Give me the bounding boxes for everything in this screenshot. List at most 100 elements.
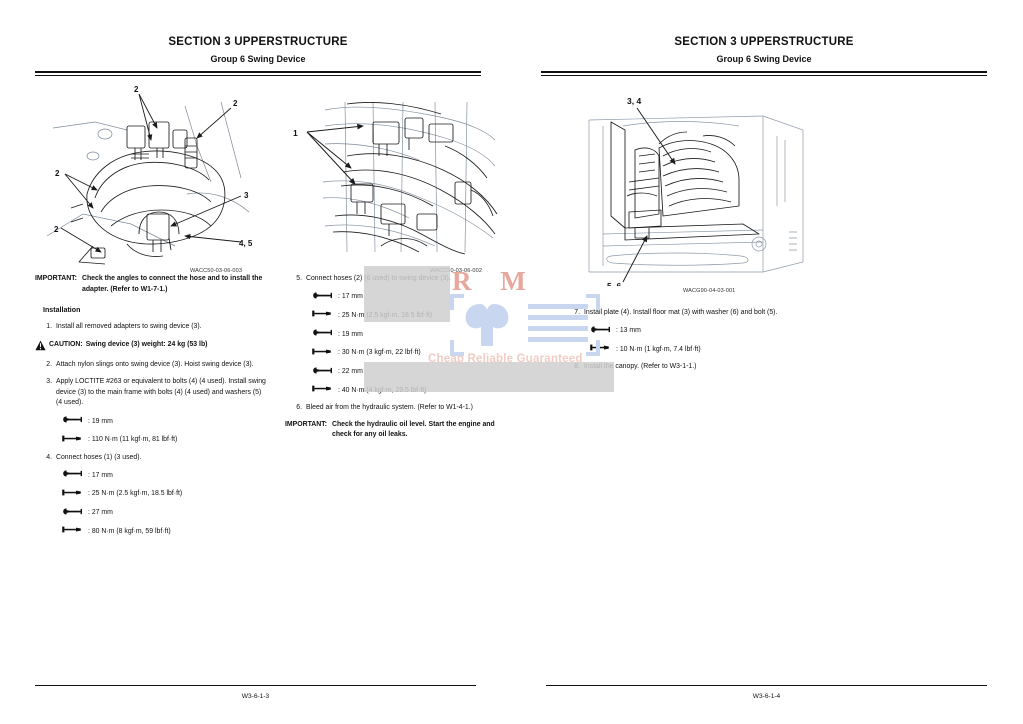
step-item: 2. Attach nylon slings onto swing device…: [35, 360, 267, 371]
torque-wrench-icon: [311, 347, 333, 361]
column-one: 2 2 2 2 3 4, 5 WACC50-03-06-003 IMPORTAN…: [35, 86, 267, 544]
step-text: Install all removed adapters to swing de…: [56, 323, 202, 331]
spec-line: : 10 N·m (1 kgf·m, 7.4 lbf·ft): [589, 343, 823, 357]
torque-wrench-icon: [61, 434, 83, 448]
spec-line: : 17 mm: [61, 469, 267, 483]
spec-value: : 19 mm: [338, 330, 363, 338]
page-title: SECTION 3 UPPERSTRUCTURE: [674, 36, 854, 48]
figure-callout: 5, 6: [607, 281, 621, 286]
important-note: IMPORTANT: Check the angles to connect t…: [35, 274, 267, 295]
page-title: SECTION 3 UPPERSTRUCTURE: [168, 36, 348, 48]
important-note: IMPORTANT: Check the hydraulic oil level…: [285, 420, 507, 441]
column-three-text: 7. Install plate (4). Install floor mat …: [563, 308, 823, 373]
wrench-icon: [311, 291, 333, 305]
figure-callout: 3: [244, 191, 249, 200]
spec-line: : 30 N·m (3 kgf·m, 22 lbf·ft): [311, 347, 507, 361]
figure-swing-device-hoses: 2 2 2 2 3 4, 5 WACC50-03-06-003: [35, 86, 267, 274]
spec-value: : 80 N·m (8 kgf·m, 59 lbf·ft): [88, 527, 171, 535]
page-header-right: SECTION 3 UPPERSTRUCTURE Group 6 Swing D…: [541, 0, 987, 76]
step-item: 8. Install the canopy. (Refer to W3-1-1.…: [563, 362, 823, 373]
step-number: 3.: [46, 378, 52, 385]
figure-callout: 2: [55, 169, 60, 178]
wrench-icon: [311, 366, 333, 380]
spec-value: : 25 N·m (2.5 kgf·m, 18.5 lbf·ft): [88, 490, 183, 498]
warning-triangle-icon: [35, 340, 46, 356]
torque-wrench-icon: [61, 488, 83, 502]
spec-value: : 30 N·m (3 kgf·m, 22 lbf·ft): [338, 349, 421, 357]
step-text: Bleed air from the hydraulic system. (Re…: [306, 403, 473, 411]
step-text: Connect hoses (1) (3 used).: [56, 453, 142, 461]
step-item: 3. Apply LOCTITE #263 or equivalent to b…: [35, 377, 267, 409]
page-number: W3-6-1-4: [752, 693, 781, 700]
step-number: 1.: [46, 323, 52, 331]
step-item: 7. Install plate (4). Install floor mat …: [563, 308, 823, 319]
torque-wrench-icon: [589, 343, 611, 357]
step-number: 6.: [296, 403, 302, 411]
column-three: 3, 4 5, 6 WACG90-04-03-001 7. Install pl…: [563, 86, 823, 379]
page-footer-left: W3-6-1-3: [0, 685, 511, 700]
figure-callout: 2: [54, 225, 59, 234]
wrench-icon: [589, 325, 611, 339]
page-number: W3-6-1-3: [241, 693, 270, 700]
section-heading-installation: Installation: [43, 306, 81, 315]
step-number: 4.: [46, 453, 52, 461]
figure-code: WACC50-03-06-003: [190, 268, 243, 274]
figure-callout: 2: [233, 99, 238, 108]
figure-code: WACC50-03-06-002: [430, 268, 483, 274]
figure-callout: 4, 5: [239, 239, 253, 248]
spec-value: : 10 N·m (1 kgf·m, 7.4 lbf·ft): [616, 345, 701, 353]
caution-label: CAUTION:: [49, 340, 83, 348]
wrench-icon: [311, 328, 333, 342]
manual-page-right: SECTION 3 UPPERSTRUCTURE Group 6 Swing D…: [511, 0, 1022, 724]
torque-wrench-icon: [61, 525, 83, 539]
spec-line: : 22 mm: [311, 366, 507, 380]
manual-page-left: SECTION 3 UPPERSTRUCTURE Group 6 Swing D…: [0, 0, 511, 724]
important-label: IMPORTANT:: [35, 275, 77, 282]
spec-value: : 27 mm: [88, 509, 113, 517]
step-text: Install plate (4). Install floor mat (3)…: [584, 309, 778, 316]
caution-note: CAUTION: Swing device (3) weight: 24 kg …: [35, 339, 267, 355]
figure-code: WACG90-04-03-001: [683, 288, 736, 294]
wrench-icon: [61, 507, 83, 521]
content-columns-right: 3, 4 5, 6 WACG90-04-03-001 7. Install pl…: [541, 86, 987, 379]
figure-callout: 2: [134, 86, 139, 94]
spec-line: : 19 mm: [61, 415, 267, 429]
content-columns-left: 2 2 2 2 3 4, 5 WACC50-03-06-003 IMPORTAN…: [35, 86, 498, 544]
step-item: 5. Connect hoses (2) (6 used) to swing d…: [285, 274, 507, 285]
step-item: 6. Bleed air from the hydraulic system. …: [285, 403, 507, 414]
installation-steps-cont2: 4. Connect hoses (1) (3 used).: [35, 453, 267, 464]
spec-line: : 80 N·m (8 kgf·m, 59 lbf·ft): [61, 525, 267, 539]
important-text: Check the angles to connect the hose and…: [81, 275, 263, 293]
spec-value: : 40 N·m (4 kgf·m, 29.5 lbf·ft): [338, 386, 427, 394]
step-number: 8.: [574, 363, 580, 371]
header-divider: [35, 71, 481, 76]
spec-value: : 19 mm: [88, 417, 113, 425]
spec-line: : 19 mm: [311, 328, 507, 342]
step-item: 4. Connect hoses (1) (3 used).: [35, 453, 267, 464]
figure-callout: 1: [293, 128, 298, 138]
torque-wrench-icon: [311, 309, 333, 323]
installation-steps-col2b: 6. Bleed air from the hydraulic system. …: [285, 403, 507, 414]
header-divider: [541, 71, 987, 76]
spec-value: : 13 mm: [616, 327, 641, 335]
step-number: 2.: [46, 361, 52, 369]
installation-steps-cont: 2. Attach nylon slings onto swing device…: [35, 360, 267, 409]
spec-line: : 13 mm: [589, 325, 823, 339]
step-number: 5.: [296, 275, 302, 282]
column-two: 1 WACC50-03-06-002 5. Connect hoses (2) …: [285, 86, 507, 544]
figure-hose-routing: 1 WACC50-03-06-002: [285, 86, 507, 274]
column-two-text: 5. Connect hoses (2) (6 used) to swing d…: [285, 274, 507, 441]
column-one-text: IMPORTANT: Check the angles to connect t…: [35, 274, 267, 539]
footer-divider: [35, 685, 476, 686]
spec-line: : 40 N·m (4 kgf·m, 29.5 lbf·ft): [311, 384, 507, 398]
spec-line: : 25 N·m (2.5 kgf·m, 18.5 lbf·ft): [311, 309, 507, 323]
figure-floor-mat: 3, 4 5, 6 WACG90-04-03-001: [563, 86, 823, 294]
important-label: IMPORTANT:: [285, 420, 327, 428]
spec-value: : 17 mm: [88, 471, 113, 479]
spec-value: : 110 N·m (11 kgf·m, 81 lbf·ft): [88, 436, 178, 444]
page-footer-right: W3-6-1-4: [511, 685, 1022, 700]
step-text: Attach nylon slings onto swing device (3…: [56, 361, 254, 369]
installation-steps-col3b: 8. Install the canopy. (Refer to W3-1-1.…: [563, 362, 823, 373]
installation-steps: 1. Install all removed adapters to swing…: [35, 322, 267, 333]
